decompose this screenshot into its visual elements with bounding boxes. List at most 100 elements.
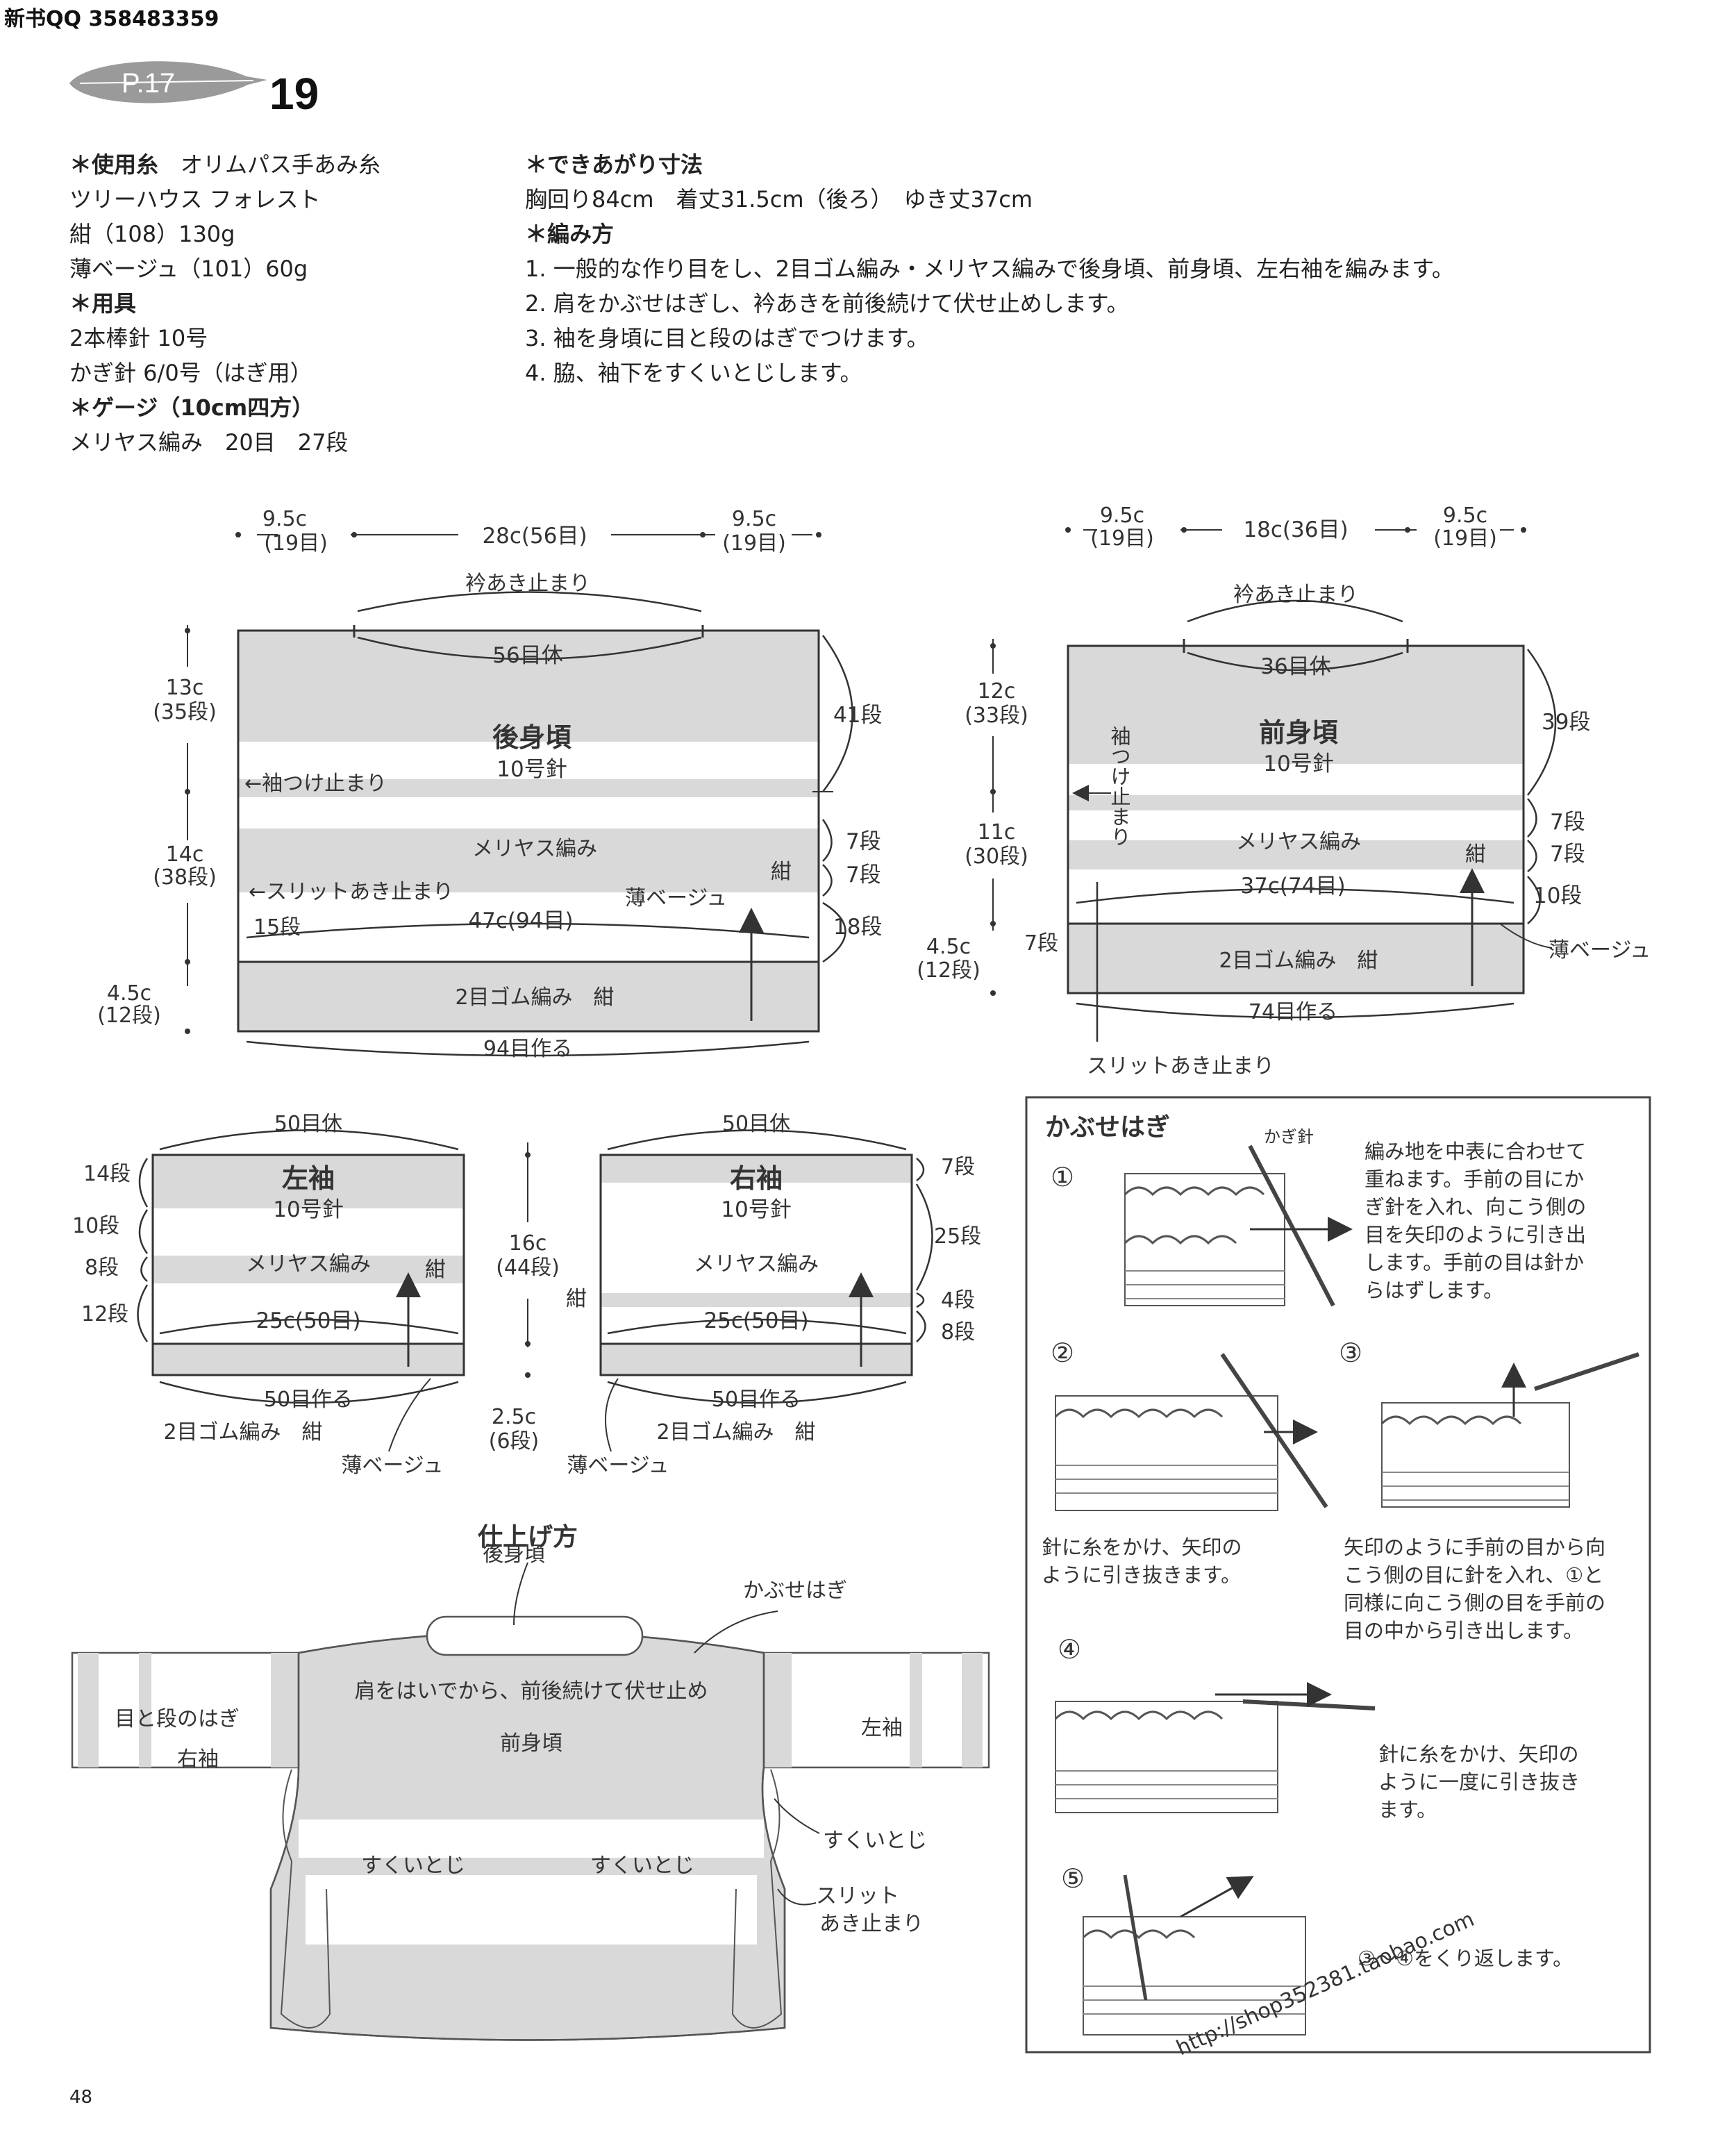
step1-number: ① xyxy=(1051,1162,1074,1192)
assembly-left-sleeve: 左袖 xyxy=(861,1716,903,1740)
right-sleeve-hold: 50目休 xyxy=(722,1112,790,1136)
step1-text-2: 重ねます。手前の目にか xyxy=(1364,1167,1584,1191)
assembly-shoulder: かぶせはぎ xyxy=(743,1579,847,1603)
back-h2-sub: (38段) xyxy=(153,865,217,890)
right-sleeve-diagram: 50目休 右袖 10号針 7段 25段 4段 8段 メリヤス編み 紺 25c(5… xyxy=(566,1112,981,1478)
yarn-color-navy: 紺（108）130g xyxy=(69,221,235,247)
assembly-diagram: 仕上げ方 後身頃 かぶせはぎ 肩をはいでから、前後続けて伏せ止め 前身頃 目と段… xyxy=(71,1523,990,2041)
back-slit-stop: ←スリットあき止まり xyxy=(249,880,453,904)
page-number: 48 xyxy=(69,2087,93,2108)
front-h2-sub: (30段) xyxy=(965,844,1028,869)
front-cast-on: 74目作る xyxy=(1249,1000,1337,1024)
left-sleeve-stockinette: メリヤス編み xyxy=(246,1252,371,1276)
tool-hook: かぎ針 6/0号（はぎ用） xyxy=(69,360,312,386)
back-rib: 2目ゴム編み 紺 xyxy=(455,985,614,1010)
method-step-1: 1. 一般的な作り目をし、2目ゴム編み・メリヤス編みで後身頃、前身頃、左右袖を編… xyxy=(525,256,1454,282)
step5-illustration xyxy=(1082,1874,1306,2035)
right-sleeve-needle: 10号針 xyxy=(721,1197,791,1222)
back-needle: 10号針 xyxy=(496,757,567,782)
back-sleeve-stop: ←袖つけ止まり xyxy=(244,772,387,796)
right-sleeve-stockinette: メリヤス編み xyxy=(694,1252,819,1276)
sleeve-h2-sub: (6段) xyxy=(489,1429,540,1454)
method-label: ＊編み方 xyxy=(525,221,615,247)
step4-text-3: ます。 xyxy=(1378,1798,1437,1822)
back-top-right-sub: (19目) xyxy=(722,531,786,556)
back-h3: 4.5c xyxy=(107,981,151,1006)
top-watermark: 新书QQ 358483359 xyxy=(4,7,219,31)
step1-text-3: ぎ針を入れ、向こう側の xyxy=(1364,1195,1586,1219)
right-sleeve-title: 右袖 xyxy=(730,1163,783,1194)
step3-number: ③ xyxy=(1339,1338,1362,1368)
front-top-left-dim: 9.5c xyxy=(1100,503,1144,528)
right-sleeve-cast-on: 50目作る xyxy=(712,1388,801,1412)
step2-text-2: ように引き抜きます。 xyxy=(1042,1563,1241,1587)
step4-illustration xyxy=(1054,1682,1376,1813)
page-ref: P.17 xyxy=(122,68,175,99)
left-sleeve-navy: 紺 xyxy=(425,1258,446,1282)
front-h3-sub: (12段) xyxy=(917,958,980,983)
front-h3: 4.5c xyxy=(926,935,971,959)
back-rows-15: 15段 xyxy=(253,915,301,940)
right-sleeve-rows-25: 25段 xyxy=(934,1224,981,1249)
front-hold: 36目休 xyxy=(1260,654,1330,679)
back-rows-7b: 7段 xyxy=(846,863,881,888)
left-sleeve-rows-8: 8段 xyxy=(85,1256,119,1280)
left-sleeve-rows-10: 10段 xyxy=(72,1214,119,1238)
front-stockinette: メリヤス編み xyxy=(1236,830,1361,854)
yarn-color-beige: 薄ベージュ（101）60g xyxy=(69,256,308,282)
front-rows-39: 39段 xyxy=(1542,710,1590,735)
pattern-number: 19 xyxy=(269,69,319,119)
left-sleeve-diagram: 50目休 左袖 10号針 14段 10段 8段 12段 メリヤス編み 紺 25c… xyxy=(72,1112,465,1478)
left-sleeve-hold: 50目休 xyxy=(274,1112,342,1136)
page-badge: P.17 xyxy=(66,56,267,114)
assembly-slit-stop: あき止まり xyxy=(819,1912,924,1936)
back-rows-18: 18段 xyxy=(833,915,882,940)
howto-title: かぶせはぎ xyxy=(1045,1113,1170,1142)
back-rows-41: 41段 xyxy=(833,703,882,728)
back-width: 47c(94目) xyxy=(468,908,573,933)
left-sleeve-width: 25c(50目) xyxy=(256,1308,360,1333)
assembly-back: 後身頃 xyxy=(483,1542,545,1567)
front-rows-7b: 7段 xyxy=(1550,842,1585,867)
method-block: ＊できあがり寸法 胸回り84cm 着丈31.5cm（後ろ） ゆき丈37cm ＊編… xyxy=(525,147,1454,390)
left-sleeve-cast-on: 50目作る xyxy=(264,1388,353,1412)
back-top-right-dim: 9.5c xyxy=(732,507,776,531)
back-top-left-dim: 9.5c xyxy=(262,507,307,531)
sleeve-h2: 2.5c xyxy=(492,1405,536,1429)
right-sleeve-rows-8: 8段 xyxy=(941,1320,975,1344)
back-title: 後身頃 xyxy=(492,722,571,753)
step2-text-1: 針に糸をかけ、矢印の xyxy=(1042,1535,1242,1559)
front-h1-sub: (33段) xyxy=(965,703,1028,728)
step4-text-2: ように一度に引き抜き xyxy=(1378,1770,1580,1794)
front-width: 37c(74目) xyxy=(1240,874,1345,899)
assembly-slit: スリット xyxy=(816,1884,899,1908)
step2-number: ② xyxy=(1051,1338,1074,1368)
back-stockinette: メリヤス編み xyxy=(472,837,597,861)
front-title: 前身頃 xyxy=(1259,717,1338,748)
three-needle-howto: かぶせはぎ ① かぎ針 編み地を中表に合わせて 重ねます。手前の目にか ぎ針を入… xyxy=(1025,1096,1651,2060)
front-sleeve-stop: 袖つけ止まり xyxy=(1108,726,1131,847)
step1-text-5: します。手前の目は針か xyxy=(1364,1251,1584,1274)
front-h1: 12c xyxy=(978,679,1016,703)
step3-text-4: 目の中から引き出します。 xyxy=(1344,1619,1583,1642)
method-step-2: 2. 肩をかぶせはぎし、衿あきを前後続けて伏せ止めします。 xyxy=(525,290,1129,317)
front-neck-stop: 衿あき止まり xyxy=(1233,583,1358,607)
right-sleeve-width: 25c(50目) xyxy=(703,1308,808,1333)
howto-hook-label: かぎ針 xyxy=(1264,1127,1314,1147)
sleeve-h1: 16c xyxy=(509,1231,547,1256)
method-step-3: 3. 袖を身頃に目と段のはぎでつけます。 xyxy=(525,325,929,351)
left-sleeve-needle: 10号針 xyxy=(273,1197,343,1222)
tools-label: ＊用具 xyxy=(69,290,137,317)
step5-number: ⑤ xyxy=(1061,1863,1085,1894)
assembly-title: 仕上げ方 xyxy=(478,1523,578,1551)
step4-text-1: 針に糸をかけ、矢印の xyxy=(1378,1742,1579,1766)
back-h2: 14c xyxy=(166,842,204,867)
back-h1-sub: (35段) xyxy=(153,700,217,724)
back-top-mid-dim: 28c(56目) xyxy=(482,524,587,549)
step1-text-4: 目を矢印のように引き出 xyxy=(1364,1223,1586,1247)
front-top-left-sub: (19目) xyxy=(1090,526,1154,551)
gauge-value: メリヤス編み 20目 27段 xyxy=(69,429,349,456)
back-top-left-sub: (19目) xyxy=(264,531,328,556)
front-h2: 11c xyxy=(978,820,1016,844)
